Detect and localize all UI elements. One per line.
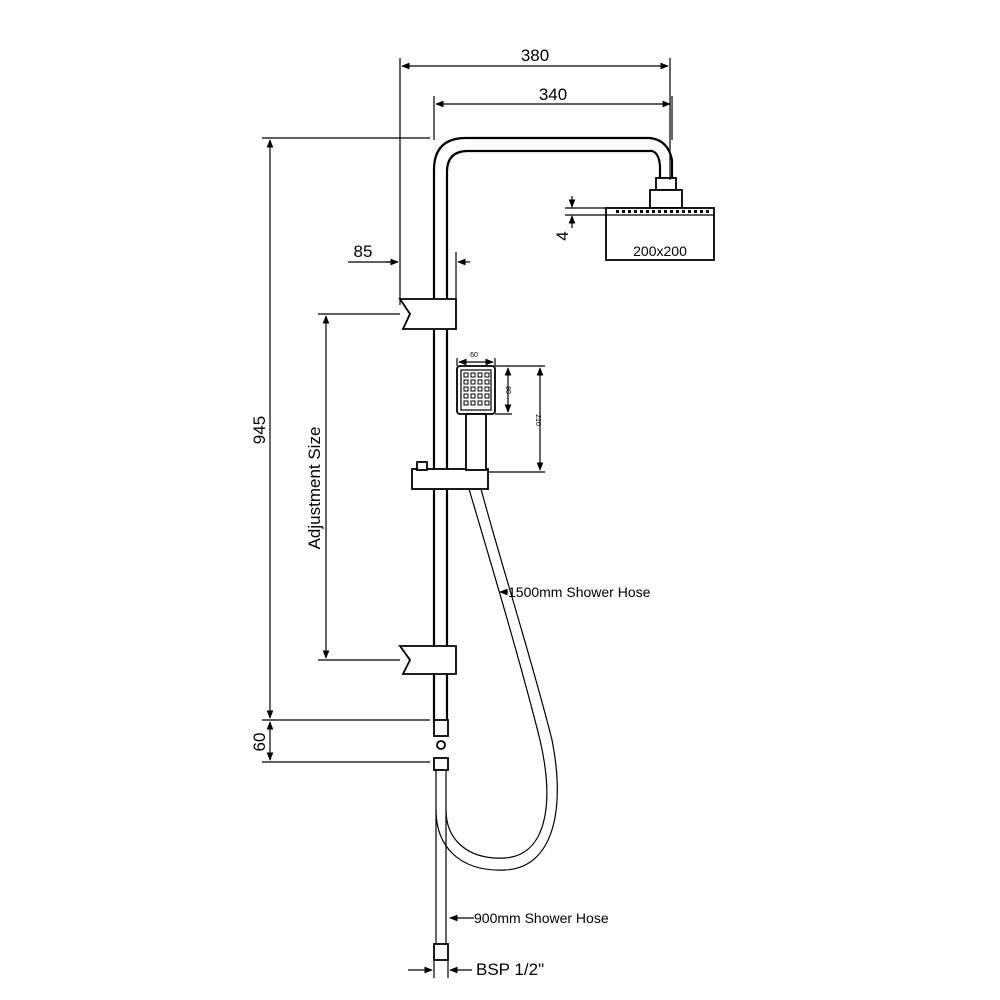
dim-label-adjustment: Adjustment Size	[305, 427, 324, 550]
handset-nozzle	[484, 400, 490, 406]
nozzle-dot	[700, 210, 703, 213]
hand-shower	[456, 365, 496, 471]
dim-label-handset-210: 210	[534, 414, 541, 426]
dim-label-bsp: BSP 1/2"	[476, 960, 544, 979]
arm-connector	[649, 177, 683, 209]
callout-lower-hose-text: 900mm Shower Hose	[474, 910, 609, 926]
handset-nozzle	[470, 379, 476, 385]
handset-nozzle	[484, 379, 490, 385]
handset-nozzle	[484, 393, 490, 399]
handset-nozzle	[477, 372, 483, 378]
handset-nozzle	[470, 393, 476, 399]
dim-arm-width	[433, 96, 673, 140]
dim-label-4: 4	[553, 231, 572, 240]
nozzle-dot	[694, 210, 697, 213]
handset-nozzle	[463, 372, 469, 378]
dim-head-thickness	[565, 196, 606, 228]
dim-bracket-offset	[348, 252, 470, 298]
dim-label-85: 85	[354, 242, 373, 261]
nozzle-dot	[676, 210, 679, 213]
dim-label-60: 60	[250, 733, 269, 752]
handset-nozzle	[484, 386, 490, 392]
nozzle-dot	[646, 210, 649, 213]
handset-nozzle	[477, 379, 483, 385]
handset-nozzle	[477, 393, 483, 399]
nozzle-dot	[682, 210, 685, 213]
handset-nozzle	[463, 400, 469, 406]
handset-nozzle	[477, 386, 483, 392]
dim-total-height	[262, 137, 430, 721]
handset-nozzle	[470, 372, 476, 378]
dim-label-380: 380	[521, 46, 549, 65]
dim-label-handset-80: 80	[504, 386, 511, 394]
dim-adjustment	[318, 313, 400, 661]
handset-nozzle	[470, 386, 476, 392]
handset-nozzle	[463, 386, 469, 392]
nozzle-dot	[688, 210, 691, 213]
diverter	[433, 719, 449, 771]
lower-wall-bracket	[398, 645, 457, 675]
dim-label-200x200: 200x200	[633, 243, 687, 259]
handset-nozzle	[484, 372, 490, 378]
upper-hose	[435, 488, 558, 871]
dim-label-handset-60: 60	[470, 352, 478, 359]
nozzle-dot	[658, 210, 661, 213]
handset-nozzle	[463, 379, 469, 385]
nozzle-dot	[622, 210, 625, 213]
nozzle-dot	[670, 210, 673, 213]
dim-handset	[456, 358, 545, 473]
dim-label-945: 945	[250, 416, 269, 444]
dim-lower-gap	[262, 721, 430, 763]
nozzle-dot	[640, 210, 643, 213]
handset-nozzle	[477, 400, 483, 406]
handset-nozzle	[470, 400, 476, 406]
nozzle-dot	[628, 210, 631, 213]
dim-label-340: 340	[539, 85, 567, 104]
handset-nozzle	[463, 393, 469, 399]
nozzle-dot	[664, 210, 667, 213]
dim-inlet	[408, 960, 472, 978]
nozzle-dot	[706, 210, 709, 213]
callout-upper-hose-text: 1500mm Shower Hose	[508, 584, 651, 600]
nozzle-dot	[634, 210, 637, 213]
nozzle-dot	[652, 210, 655, 213]
upper-wall-bracket	[398, 298, 457, 330]
nozzle-dot	[616, 210, 619, 213]
lower-hose	[433, 770, 449, 961]
shower-head	[605, 207, 715, 261]
handset-slider	[411, 461, 489, 490]
dim-overall-width	[399, 58, 671, 305]
